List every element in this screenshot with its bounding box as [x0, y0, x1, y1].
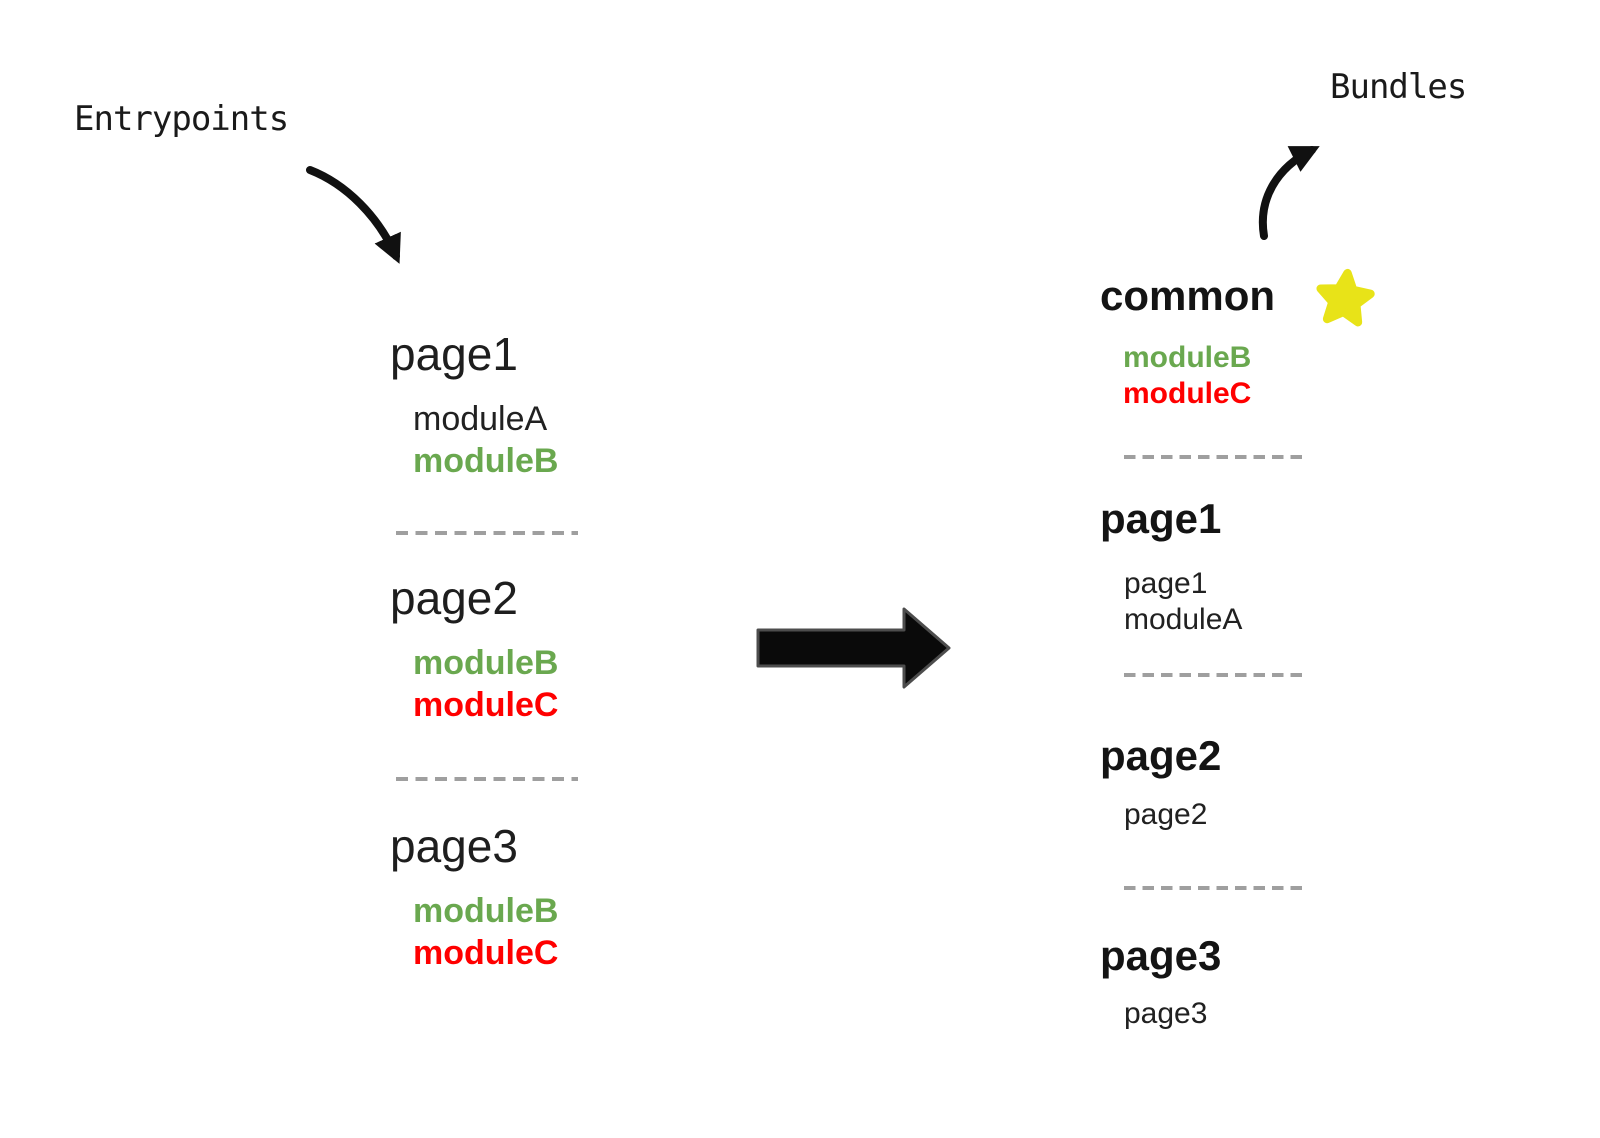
entry-module-modulec: moduleC: [413, 686, 559, 724]
bundle-section-title-page1: page1: [1100, 495, 1222, 542]
dashed-divider: [1124, 455, 1304, 459]
dashed-divider: [396, 531, 578, 535]
curved-arrow-up-icon: [1258, 146, 1320, 240]
bundle-item-page3: page3: [1124, 997, 1208, 1030]
bundle-item-modulea: moduleA: [1124, 603, 1243, 636]
star-icon: [1316, 268, 1375, 327]
bundle-item-page1: page1: [1124, 567, 1208, 600]
entry-module-moduleb: moduleB: [413, 892, 559, 930]
bundles-label: Bundles: [1330, 67, 1467, 107]
bundle-item-page2: page2: [1124, 798, 1208, 831]
transform-arrow-icon: [756, 607, 951, 689]
curved-arrow-down-path: [306, 166, 401, 264]
dashed-divider: [1124, 673, 1304, 677]
entrypoints-label: Entrypoints: [74, 99, 289, 139]
bundle-section-title-page2: page2: [1100, 732, 1222, 779]
entry-module-modulec: moduleC: [413, 934, 559, 972]
bundle-section-title-common: common: [1100, 272, 1276, 319]
bundle-module-moduleb: moduleB: [1123, 341, 1252, 374]
entry-section-title-page2: page2: [390, 572, 518, 624]
entry-module-moduleb: moduleB: [413, 644, 559, 682]
dashed-divider: [396, 777, 578, 781]
bundle-module-modulec: moduleC: [1123, 377, 1252, 410]
entry-module-moduleb: moduleB: [413, 442, 559, 480]
entry-section-title-page1: page1: [390, 328, 518, 380]
entry-section-title-page3: page3: [390, 820, 518, 872]
transform-arrow-shape: [756, 607, 951, 689]
bundle-section-title-page3: page3: [1100, 932, 1222, 979]
curved-arrow-down-icon: [306, 166, 401, 264]
curved-arrow-up-path: [1258, 146, 1320, 240]
entry-module-modulea: moduleA: [413, 400, 548, 438]
dashed-divider: [1124, 886, 1304, 890]
